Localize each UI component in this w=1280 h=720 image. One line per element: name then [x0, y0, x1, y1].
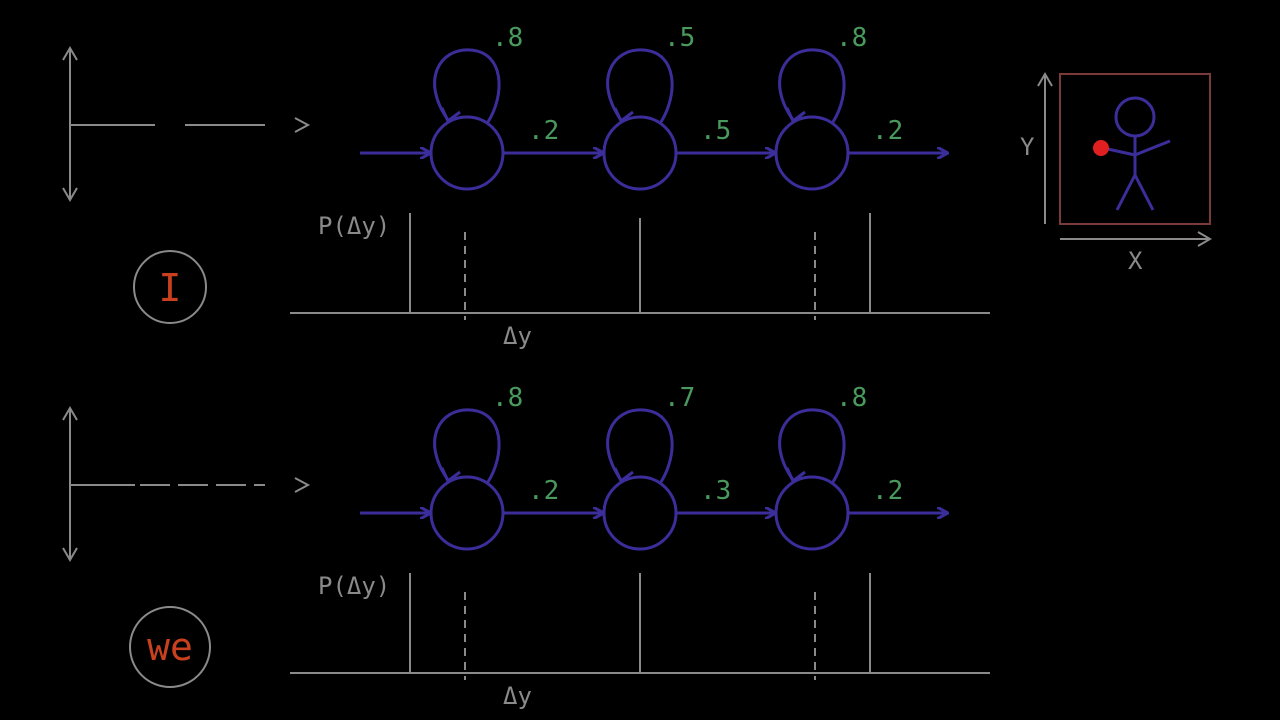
- trajectory-plot-i: [62, 46, 311, 202]
- transition-prob-3: .2: [872, 116, 903, 146]
- model-i: .8 .5 .8 .2 .5 .2 P(Δy) Δy I: [62, 23, 990, 350]
- dist-xlabel: Δy: [503, 682, 532, 710]
- word-badge-we: [129, 606, 211, 688]
- self-loop-prob-3: .8: [836, 383, 867, 413]
- dist-ylabel: P(Δy): [318, 572, 390, 600]
- word-label: I: [159, 266, 182, 310]
- word-badge-i: [133, 250, 207, 324]
- hand-dot: [1093, 140, 1109, 156]
- hmm-state-3: [774, 475, 850, 551]
- frame-box: [1059, 73, 1211, 225]
- word-label: we: [147, 625, 193, 669]
- transition-prob-1: .2: [528, 476, 559, 506]
- hmm-chain-i: [360, 48, 947, 191]
- self-loop-prob-2: .5: [664, 23, 695, 53]
- self-loop-prob-3: .8: [836, 23, 867, 53]
- distribution-plot-we: [290, 573, 990, 680]
- hmm-state-2: [602, 475, 678, 551]
- hmm-state-1: [429, 475, 505, 551]
- hmm-state-1: [429, 115, 505, 191]
- distribution-plot-i: [290, 213, 990, 320]
- hmm-chain-we: [360, 408, 947, 551]
- hmm-state-3: [774, 115, 850, 191]
- transition-prob-1: .2: [528, 116, 559, 146]
- self-loop-prob-2: .7: [664, 383, 695, 413]
- self-loop-prob-1: .8: [492, 23, 523, 53]
- transition-prob-2: .3: [700, 476, 731, 506]
- transition-prob-3: .2: [872, 476, 903, 506]
- stick-figure-panel: Y X: [1020, 72, 1212, 275]
- model-we: .8 .7 .8 .2 .3 .2 P(Δy) Δy we: [62, 383, 990, 710]
- transition-prob-2: .5: [700, 116, 731, 146]
- x-axis-label: X: [1128, 247, 1143, 275]
- hmm-state-2: [602, 115, 678, 191]
- dist-xlabel: Δy: [503, 322, 532, 350]
- self-loop-prob-1: .8: [492, 383, 523, 413]
- trajectory-plot-we: [62, 406, 311, 562]
- dist-ylabel: P(Δy): [318, 212, 390, 240]
- stick-figure-icon: [1093, 96, 1171, 211]
- y-axis-label: Y: [1020, 133, 1035, 161]
